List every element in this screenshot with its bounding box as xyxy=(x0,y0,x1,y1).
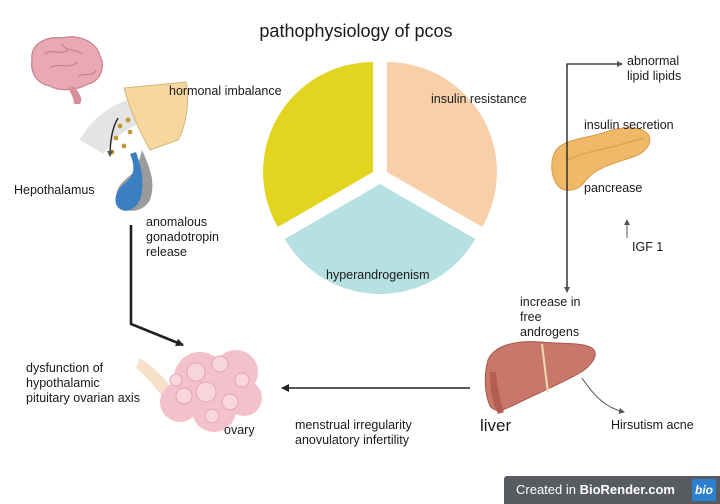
label-pancreas: pancrease xyxy=(584,181,643,195)
label-hormonal-imbalance: hormonal imbalance xyxy=(169,84,282,98)
label-igf1: IGF 1 xyxy=(632,240,664,254)
badge-brand: BioRender.com xyxy=(579,482,675,497)
hypothalamus-illustration xyxy=(80,81,189,211)
label-insulin-secretion: insulin secretion xyxy=(584,118,674,132)
label-menstrual-irregularity: menstrual irregularity anovulatory infer… xyxy=(295,418,412,447)
biorender-logo-icon: bio xyxy=(692,479,716,501)
label-hypothalamus: Hepothalamus xyxy=(14,183,95,197)
label-ovary: ovary xyxy=(224,423,255,437)
brain-illustration xyxy=(31,36,103,104)
label-anomalous-gonadotropin: anomalous gonadotropin release xyxy=(146,215,219,259)
label-insulin-resistance: insulin resistance xyxy=(431,92,527,106)
pie-slice-insulin-resistance xyxy=(386,62,497,227)
label-liver: liver xyxy=(480,416,512,435)
connectors xyxy=(129,61,630,414)
liver-illustration xyxy=(484,341,596,414)
badge-text: Created in BioRender.com xyxy=(516,482,675,497)
label-hirsutism-acne: Hirsutism acne xyxy=(611,418,694,432)
ovary-illustration xyxy=(136,350,262,432)
biorender-badge: Created in BioRender.com bio xyxy=(504,476,720,504)
badge-prefix: Created in xyxy=(516,482,580,497)
label-hpo-dysfunction: dysfunction of hypothalamic pituitary ov… xyxy=(26,361,140,405)
label-free-androgens: increase in free androgens xyxy=(520,295,581,339)
pie-slice-hyperandrogenism xyxy=(284,184,476,294)
label-abnormal-lipids: abnormal lipid lipids xyxy=(627,54,682,83)
pie-slice-hormonal-imbalance xyxy=(263,62,374,227)
label-hyperandrogenism: hyperandrogenism xyxy=(326,268,430,282)
pancreas-illustration xyxy=(551,127,651,191)
diagram-title: pathophysiology of pcos xyxy=(259,21,453,41)
pie-chart xyxy=(263,62,497,294)
